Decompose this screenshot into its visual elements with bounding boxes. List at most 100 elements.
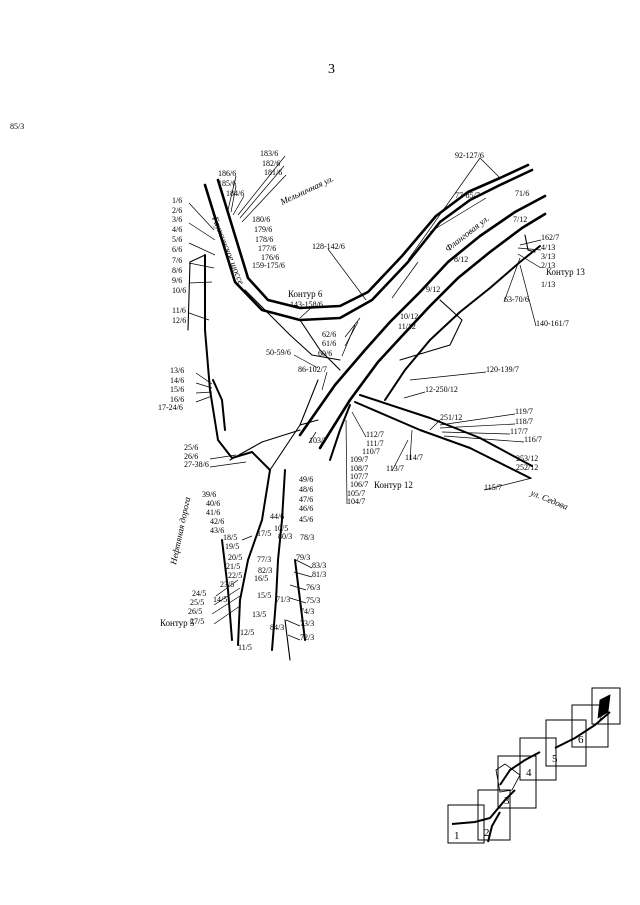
leader-line: [439, 423, 516, 429]
leader-line: [479, 157, 501, 179]
road-line: [212, 379, 226, 431]
leader-line: [345, 419, 348, 505]
parcel-label: 116/7: [524, 435, 542, 444]
parcel-label: 182/6: [262, 159, 280, 168]
street-name-sedova: ул. Седова: [528, 487, 570, 512]
leader-line: [407, 157, 481, 261]
leader-line: [517, 247, 542, 251]
parcel-label: 15/5: [257, 591, 271, 600]
parcel-label: 10/12: [400, 312, 418, 321]
parcel-label: 181/6: [264, 168, 282, 177]
leader-line: [289, 597, 307, 604]
parcel-label: 178/6: [255, 235, 273, 244]
parcel-label: 176/6: [261, 253, 279, 262]
leader-line: [232, 195, 245, 216]
leader-line: [341, 324, 356, 357]
parcel-label: 16/5: [254, 574, 268, 583]
parcel-label: 39/6: [202, 490, 216, 499]
parcel-label: 103/7: [309, 436, 327, 445]
parcel-label: 7/12: [513, 215, 527, 224]
leader-line: [188, 262, 215, 269]
parcel-label: 62/6: [322, 330, 336, 339]
parcel-label: 47/6: [299, 495, 313, 504]
road-line: [329, 404, 351, 461]
index-sheet-number: 4: [526, 767, 532, 779]
parcel-label: 186/6: [218, 169, 236, 178]
parcel-label: 1/13: [541, 280, 555, 289]
parcel-label: 42/6: [210, 517, 224, 526]
parcel-label: 24/5: [192, 589, 206, 598]
leader-line: [519, 239, 542, 246]
leader-line: [344, 317, 361, 338]
leader-line: [295, 559, 313, 569]
parcel-label: 6/6: [172, 245, 182, 254]
leader-line: [188, 242, 216, 256]
parcel-label: 114/7: [405, 453, 423, 462]
road-line: [294, 559, 306, 641]
road-line: [216, 163, 530, 310]
leader-line: [230, 185, 237, 213]
leader-line: [287, 634, 301, 641]
index-sheet-number: 2: [484, 827, 490, 839]
parcel-label: 11/5: [238, 643, 252, 652]
parcel-label: 78/3: [300, 533, 314, 542]
parcel-label: 106/7: [350, 480, 368, 489]
parcel-label: 10/5: [274, 524, 288, 533]
parcel-label: 8/12: [454, 255, 468, 264]
index-sheet-frame: [591, 687, 621, 725]
parcel-label: 85/3: [10, 122, 24, 131]
parcel-label: 117/7: [510, 427, 528, 436]
index-sheet-frame: [545, 719, 587, 767]
index-filled-area: [597, 694, 611, 719]
parcel-label: 105/7: [347, 489, 365, 498]
leader-line: [285, 619, 301, 627]
parcel-label: 2/13: [541, 261, 555, 270]
leader-line: [195, 391, 213, 394]
parcel-label: 177/6: [258, 244, 276, 253]
boundary-line: [269, 419, 319, 471]
parcel-label: 44/6: [270, 512, 284, 521]
parcel-label: 251/12: [440, 413, 462, 422]
leader-line: [321, 371, 328, 391]
parcel-label: 179/6: [254, 225, 272, 234]
leader-line: [227, 175, 237, 211]
parcel-label: 40/6: [206, 499, 220, 508]
road-line: [203, 168, 534, 322]
parcel-label: 18/5: [223, 533, 237, 542]
parcel-label: 12/6: [172, 316, 186, 325]
road-line: [359, 394, 533, 467]
parcel-label: 3/13: [541, 252, 555, 261]
parcel-label: 104/7: [347, 497, 365, 506]
leader-line: [209, 454, 237, 460]
parcel-label: 61/6: [322, 339, 336, 348]
parcel-label: 9/6: [172, 276, 182, 285]
parcel-label: 4/13: [541, 243, 555, 252]
parcel-label: 111/7: [366, 439, 384, 448]
parcel-label: 14/5: [213, 595, 227, 604]
index-road: [499, 751, 541, 786]
parcel-label: 185/6: [218, 179, 236, 188]
leader-line: [391, 439, 409, 472]
leader-line: [483, 477, 533, 491]
index-sheet-number: 7: [598, 711, 604, 723]
leader-line: [299, 306, 313, 319]
leader-line: [443, 435, 525, 443]
parcel-label: 74/3: [300, 607, 314, 616]
leader-line: [351, 411, 367, 438]
index-sheet-number: 1: [454, 830, 460, 842]
parcel-label: 60/6: [318, 349, 332, 358]
parcel-label: 71/3: [276, 595, 290, 604]
leader-line: [293, 354, 319, 369]
parcel-label: 140-161/7: [536, 319, 569, 328]
leader-line: [409, 371, 487, 381]
parcel-label: 63-70/6: [504, 295, 529, 304]
road-line: [384, 245, 541, 401]
leader-line: [195, 382, 213, 389]
parcel-label: 71/6: [515, 189, 529, 198]
parcel-label: 81/3: [312, 570, 326, 579]
parcel-label: 45/6: [299, 515, 313, 524]
index-sheet-number: 3: [504, 795, 510, 807]
parcel-label: 83/3: [312, 561, 326, 570]
contour-label-6: Контур 6: [288, 289, 323, 299]
parcel-label: 7/6: [172, 256, 182, 265]
